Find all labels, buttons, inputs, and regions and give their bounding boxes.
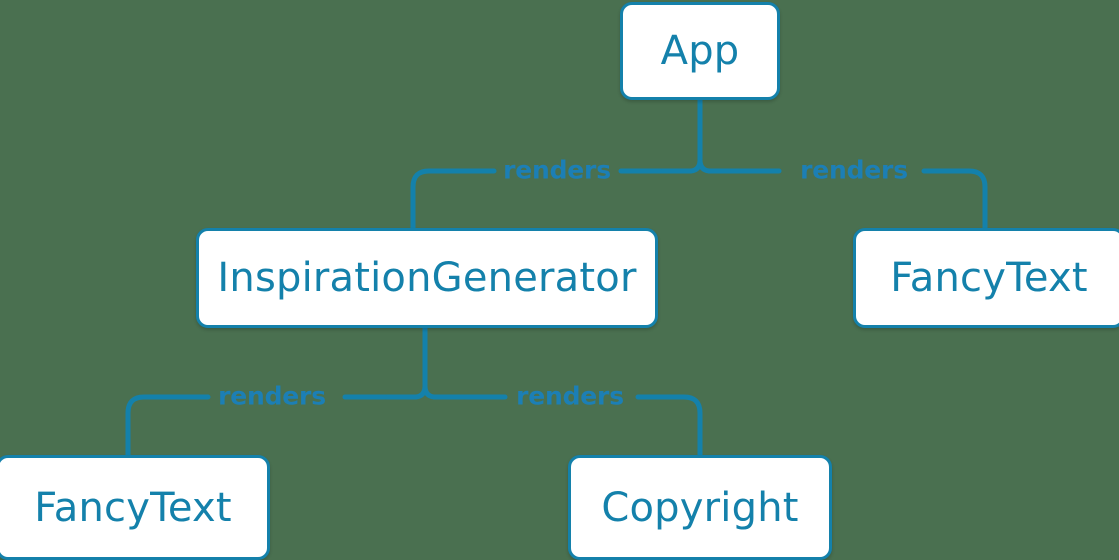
node-copyright[interactable]: Copyright — [568, 455, 832, 560]
edge-inspiration-fork-right — [422, 383, 468, 400]
node-inspiration-generator-label: InspirationGenerator — [217, 255, 637, 301]
edge-inspiration-fork-left — [382, 383, 428, 400]
edge-label-inspiration-generator-to-copyright: renders — [516, 381, 624, 411]
edge-app-to-inspiration-elbow — [410, 168, 497, 231]
edge-app-fork-left — [657, 157, 703, 174]
edge-label-app-to-fancytext: renders — [800, 155, 908, 185]
node-fancytext-right-label: FancyText — [890, 255, 1088, 301]
edge-inspiration-to-copyright-elbow — [635, 394, 703, 458]
node-fancytext-right[interactable]: FancyText — [853, 228, 1119, 328]
edge-label-inspiration-generator-to-fancytext: renders — [218, 381, 326, 411]
edge-label-app-to-inspiration-generator: renders — [503, 155, 611, 185]
node-fancytext-left[interactable]: FancyText — [0, 455, 270, 560]
node-copyright-label: Copyright — [601, 484, 799, 531]
node-app-label: App — [660, 28, 740, 74]
edge-app-fork-right — [697, 157, 743, 174]
node-fancytext-left-label: FancyText — [34, 484, 232, 531]
edge-inspiration-to-fancytext-elbow — [125, 394, 211, 458]
edge-app-to-fancytext-elbow — [921, 168, 988, 231]
node-inspiration-generator[interactable]: InspirationGenerator — [196, 228, 658, 328]
node-app[interactable]: App — [620, 2, 780, 100]
